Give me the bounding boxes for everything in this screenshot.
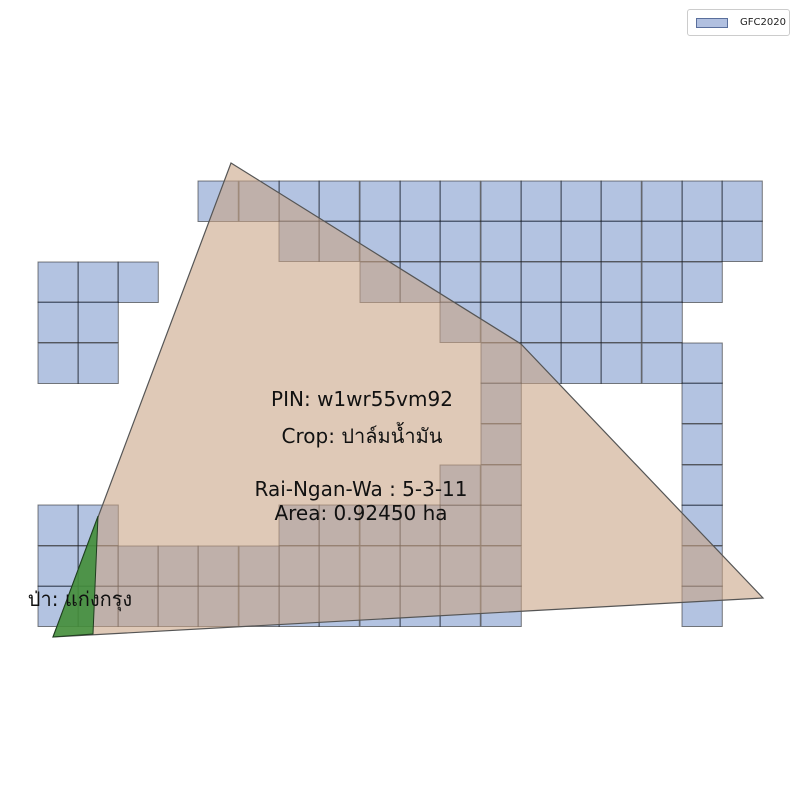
gfc2020-grid-cell xyxy=(681,261,723,303)
parcel-polygon[interactable] xyxy=(52,162,765,638)
gfc2020-grid-cell xyxy=(681,423,723,465)
gfc2020-grid-cell xyxy=(480,220,522,262)
gfc2020-grid-cell xyxy=(439,261,481,303)
gfc2020-grid-cell xyxy=(399,180,441,222)
gfc2020-grid-cell xyxy=(77,301,119,343)
gfc2020-grid-cell xyxy=(399,220,441,262)
gfc2020-grid-cell xyxy=(318,180,360,222)
gfc2020-grid-cell xyxy=(641,220,683,262)
gfc2020-grid-cell xyxy=(359,180,401,222)
gfc2020-grid-cell xyxy=(600,301,642,343)
area-label: Area: 0.92450 ha xyxy=(274,501,447,525)
gfc2020-grid-cell xyxy=(681,180,723,222)
gfc2020-grid-cell xyxy=(600,342,642,384)
gfc2020-grid-cell xyxy=(439,220,481,262)
gfc2020-grid-cell xyxy=(600,261,642,303)
gfc2020-grid-cell xyxy=(560,301,602,343)
gfc2020-grid-cell xyxy=(560,261,602,303)
forest-polygon[interactable] xyxy=(52,515,99,638)
gfc2020-grid-cell xyxy=(77,261,119,303)
gfc2020-grid-cell xyxy=(520,301,562,343)
legend-label-gfc2020: GFC2020 xyxy=(740,17,786,28)
gfc2020-grid-cell xyxy=(641,342,683,384)
forest-label: ป่า: แก่งกรุง xyxy=(28,587,132,612)
gfc2020-grid-cell xyxy=(37,261,79,303)
gfc2020-grid-cell xyxy=(439,180,481,222)
gfc2020-grid-cell xyxy=(520,220,562,262)
gfc2020-grid-cell xyxy=(480,261,522,303)
rai-ngan-wa-label: Rai-Ngan-Wa : 5-3-11 xyxy=(254,477,467,501)
gfc2020-grid-cell xyxy=(641,180,683,222)
gfc2020-grid-cell xyxy=(681,382,723,424)
gfc2020-grid-cell xyxy=(77,342,119,384)
legend-swatch-gfc2020 xyxy=(696,17,728,28)
gfc2020-grid-cell xyxy=(560,342,602,384)
gfc2020-grid-cell xyxy=(681,464,723,506)
gfc2020-grid-cell xyxy=(37,504,79,546)
gfc2020-grid-cell xyxy=(600,180,642,222)
gfc2020-grid-cell xyxy=(520,261,562,303)
gfc2020-grid-cell xyxy=(681,342,723,384)
gfc2020-grid-cell xyxy=(681,220,723,262)
gfc2020-grid-cell xyxy=(480,180,522,222)
crop-label: Crop: ปาล์มน้ำมัน xyxy=(282,422,443,448)
gfc2020-grid-cell xyxy=(37,545,79,587)
gfc2020-grid-cell xyxy=(37,342,79,384)
legend: GFC2020 xyxy=(687,9,790,36)
gfc2020-grid-cell xyxy=(560,180,602,222)
gfc2020-grid-cell xyxy=(117,261,159,303)
gfc2020-grid-cell xyxy=(37,301,79,343)
gfc2020-grid-cell xyxy=(721,220,763,262)
gfc2020-grid-cell xyxy=(560,220,602,262)
gfc2020-grid-cell xyxy=(721,180,763,222)
gfc2020-grid-cell xyxy=(641,261,683,303)
gfc2020-grid-cell xyxy=(641,301,683,343)
pin-label: PIN: w1wr55vm92 xyxy=(271,387,453,411)
gfc2020-grid-cell xyxy=(520,180,562,222)
gfc2020-grid-cell xyxy=(600,220,642,262)
